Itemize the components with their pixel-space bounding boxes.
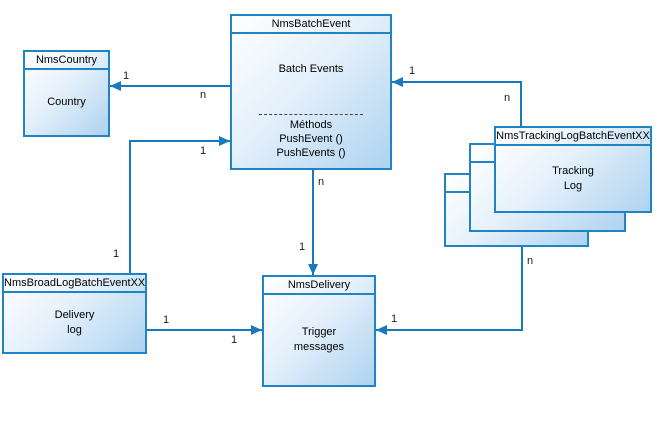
arrowhead-into-batch-right (392, 77, 403, 87)
connector-batch-to-country (110, 85, 230, 87)
multiplicity-label: 1 (391, 313, 398, 325)
arrowhead-into-delivery-top (308, 264, 318, 275)
node-nmstrackinglogbatchevent[interactable]: NmsTrackingLogBatchEventXX Tracking Log (494, 126, 652, 213)
multiplicity-label: 1 (113, 248, 120, 260)
method-line: PushEvent () (279, 133, 343, 145)
node-body-line: Delivery (54, 308, 95, 321)
multiplicity-label: n (527, 255, 534, 267)
methods-header: Méthods (289, 119, 333, 131)
method-line: PushEvents () (276, 147, 346, 159)
arrowhead-into-country (110, 81, 121, 91)
node-title: NmsCountry (25, 52, 108, 70)
multiplicity-label: n (200, 89, 207, 101)
node-nmsbroadlogbatchevent[interactable]: NmsBroadLogBatchEventXX Delivery log (2, 273, 147, 354)
connector-tracking-to-batch-horizontal (392, 81, 522, 83)
connector-tracking-to-delivery-horizontal (376, 329, 523, 331)
node-nmsdelivery[interactable]: NmsDelivery Trigger messages (262, 275, 376, 387)
node-body: Batch Events Méthods PushEvent () PushEv… (232, 34, 390, 168)
arrowhead-into-delivery-left (251, 325, 262, 335)
multiplicity-label: 1 (200, 145, 207, 157)
connector-broadlog-to-batch-vertical (129, 140, 131, 273)
arrowhead-into-delivery-right (376, 325, 387, 335)
node-body-line: Country (47, 96, 86, 108)
node-nmscountry[interactable]: NmsCountry Country (23, 50, 110, 137)
multiplicity-label: n (318, 176, 325, 188)
node-nmsbatchevent[interactable]: NmsBatchEvent Batch Events Méthods PushE… (230, 14, 392, 170)
multiplicity-label: 1 (409, 65, 416, 77)
multiplicity-label: 1 (163, 314, 170, 326)
node-title: NmsDelivery (264, 277, 374, 295)
multiplicity-label: 1 (123, 70, 130, 82)
node-body: Country (25, 70, 108, 135)
node-body: Delivery log (4, 293, 145, 352)
methods-separator (259, 114, 363, 115)
node-body-line: messages (293, 341, 345, 353)
arrowhead-into-batch-left (219, 136, 230, 146)
connector-tracking-to-delivery-vertical (521, 247, 523, 331)
node-title: NmsTrackingLogBatchEventXX (496, 128, 650, 146)
node-body-line: Trigger (301, 326, 337, 338)
connector-batch-to-delivery (312, 170, 314, 275)
node-body-line: log (67, 323, 82, 336)
multiplicity-label: 1 (231, 334, 238, 346)
node-body: Trigger messages (264, 295, 374, 385)
node-title: NmsBatchEvent (232, 16, 390, 34)
node-title: NmsBroadLogBatchEventXX (4, 275, 145, 293)
node-body-line: Log (563, 179, 583, 192)
node-body: Tracking Log (496, 146, 650, 211)
connector-tracking-to-batch-vertical (520, 81, 522, 126)
node-body-line: Tracking (552, 164, 594, 177)
multiplicity-label: n (504, 92, 511, 104)
node-body-line: Batch Events (278, 63, 344, 75)
multiplicity-label: 1 (299, 241, 306, 253)
connector-broadlog-to-batch-horizontal (129, 140, 230, 142)
connector-broadlog-to-delivery (147, 329, 262, 331)
